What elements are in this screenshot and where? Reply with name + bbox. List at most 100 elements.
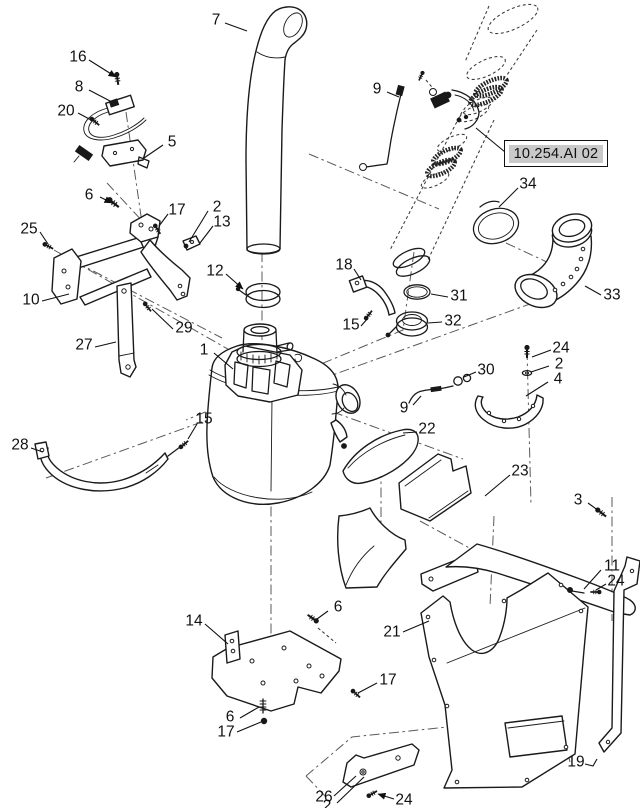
callout-19-34: 19 <box>567 754 584 771</box>
callout-14-35: 14 <box>185 613 203 630</box>
heat-shield-upper <box>337 428 419 589</box>
muffler-band <box>34 441 181 492</box>
side-strip <box>598 556 640 753</box>
callout-4-24: 4 <box>554 371 563 388</box>
callout-30-25: 30 <box>477 362 495 379</box>
lower-bracket <box>342 743 420 788</box>
leader-24-22 <box>531 349 552 358</box>
callout-10-10: 10 <box>22 292 40 309</box>
leader-3-31 <box>587 502 600 512</box>
leader-5-4 <box>143 144 164 159</box>
leader-10-10 <box>41 293 70 302</box>
sensor-module <box>105 94 135 116</box>
bolt-stack <box>521 343 533 377</box>
callout-25-9: 25 <box>20 221 37 238</box>
pipe-clamp <box>235 282 281 309</box>
support-strap <box>116 282 137 378</box>
callout-16-1: 16 <box>69 49 86 66</box>
leader-15-16 <box>360 317 369 327</box>
leader-22-27 <box>402 431 418 434</box>
reference-box[interactable]: 10.254.AI 02 <box>504 140 608 167</box>
callout-2-23: 2 <box>555 356 564 373</box>
callout-8-2: 8 <box>75 79 84 96</box>
shield-panel <box>420 543 636 789</box>
callout-29-11: 29 <box>175 320 192 337</box>
callout-15-29: 15 <box>195 411 212 428</box>
callout-24-33: 24 <box>607 573 625 590</box>
callout-18-15: 18 <box>335 257 352 274</box>
callout-22-27: 22 <box>418 421 435 438</box>
leader-17-6 <box>158 213 169 227</box>
leader-6-36 <box>316 610 329 620</box>
leader-1-14 <box>213 352 234 370</box>
leader-8-2 <box>88 89 111 102</box>
callout-15-16: 15 <box>342 317 359 334</box>
callout-12-13: 12 <box>206 263 223 280</box>
callout-1-14: 1 <box>200 342 209 359</box>
callout-2-7: 2 <box>213 199 222 216</box>
leader-21-37 <box>402 620 430 633</box>
callout-5-4: 5 <box>168 134 177 151</box>
hook-strap <box>348 275 396 316</box>
leader-28-30 <box>30 447 44 453</box>
sensor-harness <box>73 94 150 169</box>
leader-31-17 <box>430 293 449 298</box>
callout-6-5: 6 <box>85 187 94 204</box>
leader-25-9 <box>39 231 49 245</box>
heat-shield-side <box>398 453 472 522</box>
leader-17-40 <box>236 721 262 733</box>
callout-7-0: 7 <box>212 12 221 29</box>
callout-21-37: 21 <box>383 624 400 641</box>
leader-13-8 <box>199 225 214 244</box>
leader-9-19 <box>386 91 400 98</box>
callout-32-18: 32 <box>444 313 461 330</box>
callout-6-36: 6 <box>334 599 343 616</box>
leader-33-21 <box>584 285 602 296</box>
muffler-drain <box>330 419 348 443</box>
leader-2-7 <box>188 210 209 243</box>
leader-19-34 <box>584 758 598 767</box>
exhaust-elbow <box>514 213 593 309</box>
leader-6-5 <box>99 196 113 204</box>
callout-20-3: 20 <box>57 103 75 120</box>
dipstick-rod <box>359 84 405 171</box>
leader-23-28 <box>484 474 511 497</box>
horseshoe-strap <box>474 394 544 429</box>
leader-12-13 <box>225 273 244 290</box>
callout-27-12: 27 <box>75 337 92 354</box>
leader-32-18 <box>427 321 443 324</box>
sensor-cluster <box>416 69 480 130</box>
leader-15-29 <box>187 423 198 440</box>
hardware <box>40 70 609 800</box>
callout-33-21: 33 <box>603 287 620 304</box>
connector-plug <box>74 144 94 162</box>
leader-7-0 <box>224 22 248 32</box>
callout-31-17: 31 <box>450 288 467 305</box>
callout-17-38: 17 <box>379 672 396 689</box>
v-band-clamp <box>385 311 429 338</box>
callout-24-43: 24 <box>395 792 413 808</box>
leader-34-20 <box>498 187 519 208</box>
leader-2-42 <box>336 776 365 804</box>
callout-24-22: 24 <box>552 340 570 357</box>
leader-16-1 <box>88 59 117 78</box>
reference-leader <box>475 127 506 153</box>
leader-11-32 <box>583 569 602 590</box>
leader-17-38 <box>357 682 378 694</box>
callout-17-6: 17 <box>168 202 185 219</box>
leader-24-43 <box>377 792 395 800</box>
callout-13-8: 13 <box>213 214 230 231</box>
mounting-plate <box>211 630 342 712</box>
leader-26-41 <box>333 775 357 797</box>
callout-3-31: 3 <box>574 492 583 509</box>
leader-6-39 <box>239 706 260 719</box>
leader-20-3 <box>77 112 94 122</box>
sensor-bracket <box>101 139 147 167</box>
sensor-wire <box>408 373 472 404</box>
leader-24-33 <box>595 583 607 591</box>
callout-6-39: 6 <box>226 709 235 726</box>
gasket-ring <box>403 284 431 300</box>
